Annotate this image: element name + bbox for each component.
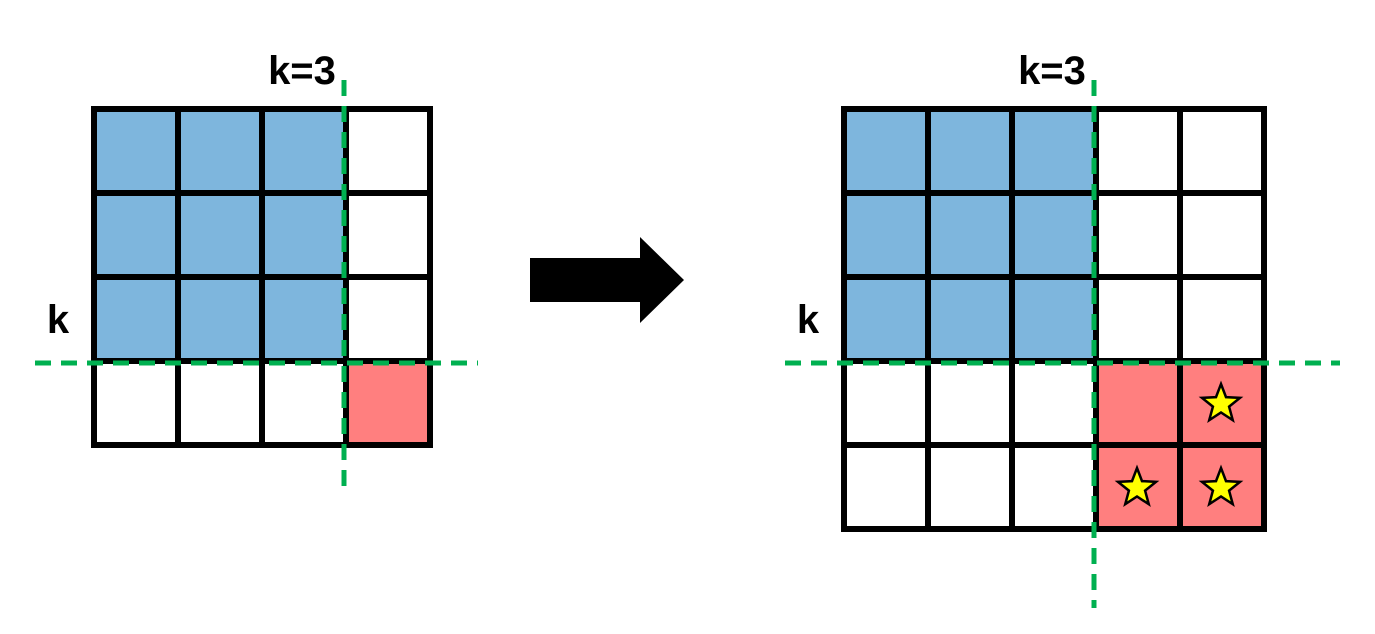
cell-white-r0-c3 — [1096, 109, 1180, 193]
arrow-right-icon — [530, 237, 684, 323]
star-icon — [1114, 464, 1160, 508]
cell-white-r3-c1 — [178, 361, 262, 445]
cell-blue-r0-c2 — [1012, 109, 1096, 193]
cell-red-r3-c3 — [1096, 361, 1180, 445]
cell-white-r4-c2 — [1012, 445, 1096, 529]
column-label: k=3 — [268, 49, 336, 93]
cell-blue-r1-c2 — [262, 193, 346, 277]
cell-white-r0-c4 — [1180, 109, 1264, 193]
cell-white-r3-c2 — [1012, 361, 1096, 445]
left-grid-panel: k=3 k — [35, 49, 478, 495]
cell-blue-r1-c1 — [178, 193, 262, 277]
row-label: k — [47, 298, 70, 342]
cell-white-r4-c0 — [844, 445, 928, 529]
cell-white-r3-c0 — [844, 361, 928, 445]
cell-blue-r0-c0 — [844, 109, 928, 193]
cell-blue-r0-c1 — [178, 109, 262, 193]
cell-white-r1-c3 — [346, 193, 430, 277]
cell-white-r3-c2 — [262, 361, 346, 445]
cell-blue-r1-c0 — [94, 193, 178, 277]
arrow-right-icon-shape — [530, 237, 684, 323]
cell-blue-r2-c2 — [262, 277, 346, 361]
cell-white-r1-c4 — [1180, 193, 1264, 277]
cell-blue-r2-c0 — [844, 277, 928, 361]
cell-red-r3-c3 — [346, 361, 430, 445]
cell-white-r3-c0 — [94, 361, 178, 445]
cell-blue-r0-c2 — [262, 109, 346, 193]
cell-blue-r1-c2 — [1012, 193, 1096, 277]
column-label: k=3 — [1018, 49, 1086, 93]
cell-blue-r2-c0 — [94, 277, 178, 361]
cell-blue-r0-c1 — [928, 109, 1012, 193]
cell-white-r2-c3 — [1096, 277, 1180, 361]
cell-white-r2-c4 — [1180, 277, 1264, 361]
right-grid-panel: k=3 k — [785, 49, 1340, 608]
cell-blue-r2-c2 — [1012, 277, 1096, 361]
cell-blue-r0-c0 — [94, 109, 178, 193]
cell-blue-r2-c1 — [178, 277, 262, 361]
cell-white-r0-c3 — [346, 109, 430, 193]
star-icon — [1198, 464, 1244, 508]
cell-white-r3-c1 — [928, 361, 1012, 445]
cell-white-r4-c1 — [928, 445, 1012, 529]
cell-blue-r2-c1 — [928, 277, 1012, 361]
star-icon — [1198, 380, 1244, 424]
cell-white-r2-c3 — [346, 277, 430, 361]
cell-white-r1-c3 — [1096, 193, 1180, 277]
cell-blue-r1-c0 — [844, 193, 928, 277]
cell-blue-r1-c1 — [928, 193, 1012, 277]
row-label: k — [797, 298, 820, 342]
